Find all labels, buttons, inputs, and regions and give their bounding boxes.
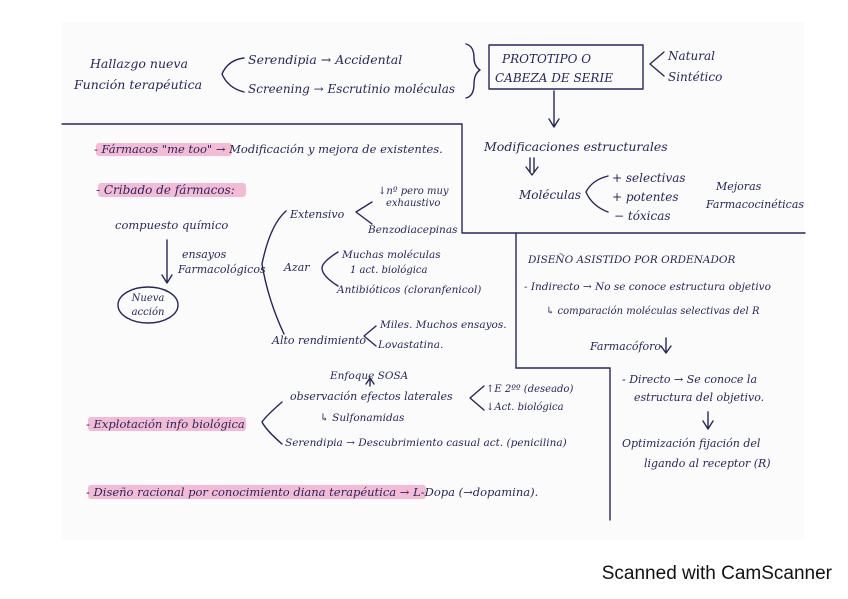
handwritten-notes: Hallazgo nueva Función terapéutica Seren… xyxy=(61,22,806,540)
bracket-cribado xyxy=(261,210,287,335)
bracket-extensivo xyxy=(355,201,373,225)
hallazgo-line2: Función terapéutica xyxy=(73,77,202,92)
divider-line-top xyxy=(61,123,806,234)
mejoras-line2: Farmacocinéticas xyxy=(705,198,804,211)
mejoras-line1: Mejoras xyxy=(715,180,762,193)
azar-text: Azar xyxy=(283,261,310,274)
bracket-hallazgo xyxy=(221,57,245,93)
arrow-down-icon xyxy=(548,90,560,128)
antibioticos-text: Antibióticos (cloranfenicol) xyxy=(336,284,481,296)
enfoque-sosa: Enfoque SOSA xyxy=(329,370,409,382)
bracket-alto xyxy=(363,325,377,347)
observacion-text: observación efectos laterales xyxy=(290,390,453,403)
prototipo-box xyxy=(488,44,644,90)
moleculas-text: Moléculas xyxy=(518,188,581,202)
mas-potentes: + potentes xyxy=(612,190,679,204)
explotacion-title: - Explotación info biológica xyxy=(86,417,245,431)
arrow-up-icon xyxy=(365,377,375,387)
nueva-accion-oval xyxy=(117,286,179,324)
indirecto-text: - Indirecto → No se conoce estructura ob… xyxy=(524,281,771,293)
no-pero-line2: exhaustivo xyxy=(386,198,440,209)
muchas-moleculas-line1: Muchas moléculas xyxy=(341,249,441,261)
sintetico-text: Sintético xyxy=(668,70,722,84)
arrow-down-icon xyxy=(702,411,714,430)
highlight-explotacion xyxy=(88,417,246,431)
no-pero-line1: ↓nº pero muy xyxy=(378,186,449,197)
mas-selectivas: + selectivas xyxy=(612,171,686,185)
optimizacion-line1: Optimización fijación del xyxy=(622,437,761,450)
bracket-explotacion xyxy=(261,401,283,445)
bracket-natural xyxy=(649,51,665,77)
bracket-moleculas xyxy=(585,175,609,213)
modificaciones-text: Modificaciones estructurales xyxy=(483,139,668,154)
directo-line2: estructura del objetivo. xyxy=(634,391,764,404)
nueva-accion-line1: Nueva xyxy=(131,293,165,304)
comparacion-text: ↳ comparación moléculas selectivas del R xyxy=(546,306,760,317)
compuesto-text: compuesto químico xyxy=(115,218,228,232)
natural-text: Natural xyxy=(667,49,715,63)
camscanner-footer: Scanned with CamScanner xyxy=(601,563,832,584)
directo-line1: - Directo → Se conoce la xyxy=(622,373,757,386)
highlight-diseno-racional xyxy=(88,485,426,499)
divider-line-right xyxy=(515,367,611,521)
ensayos-line1: ensayos xyxy=(182,248,227,261)
act-biologica-text: ↓Act. biológica xyxy=(486,402,564,413)
diseno-racional-text: - Diseño racional por conocimiento diana… xyxy=(86,485,538,499)
bracket-observacion xyxy=(469,385,485,411)
bracket-azar xyxy=(321,251,339,287)
sulfonamidas-text: ↳ Sulfonamidas xyxy=(320,412,405,424)
diseno-ordenador-title: DISEÑO ASISTIDO POR ORDENADOR xyxy=(527,252,736,266)
extensivo-text: Extensivo xyxy=(289,208,345,221)
ensayos-line2: Farmacológicos xyxy=(177,263,266,276)
prototipo-line2: CABEZA DE SERIE xyxy=(495,71,613,85)
arrow-down-icon xyxy=(660,337,672,354)
nueva-accion-line2: acción xyxy=(132,307,165,318)
prototipo-line1: PROTOTIPO O xyxy=(501,52,591,66)
muchas-moleculas-line2: 1 act. biológica xyxy=(350,265,428,276)
e2-text: ↑E 2ºº (deseado) xyxy=(486,384,573,395)
double-arrow-down-icon xyxy=(525,157,539,176)
miles-text: Miles. Muchos ensayos. xyxy=(379,319,507,331)
screening-text: Screening → Escrutinio moléculas xyxy=(248,82,455,96)
arrow-down-icon xyxy=(161,239,173,284)
benzodiacepinas-text: Benzodiacepinas xyxy=(367,224,458,236)
serendipia-bottom: Serendipia → Descubrimiento casual act. … xyxy=(285,437,567,449)
optimizacion-line2: ligando al receptor (R) xyxy=(644,457,771,470)
brace-right-icon xyxy=(465,43,481,99)
farmacoforo-text: Farmacóforo xyxy=(589,340,661,353)
lovastatina-text: Lovastatina. xyxy=(377,339,443,351)
serendipia-accidental: Serendipia → Accidental xyxy=(248,52,402,67)
alto-rendimiento-text: Alto rendimiento xyxy=(271,334,366,347)
cribado-title: - Cribado de fármacos: xyxy=(96,183,235,197)
paper-sheet xyxy=(62,22,804,540)
me-too-text: - Fármacos "me too" → Modificación y mej… xyxy=(94,142,443,156)
highlight-cribado xyxy=(98,183,246,197)
menos-toxicas: − tóxicas xyxy=(614,209,671,223)
highlight-me-too xyxy=(96,143,232,156)
hallazgo-line1: Hallazgo nueva xyxy=(89,56,188,71)
